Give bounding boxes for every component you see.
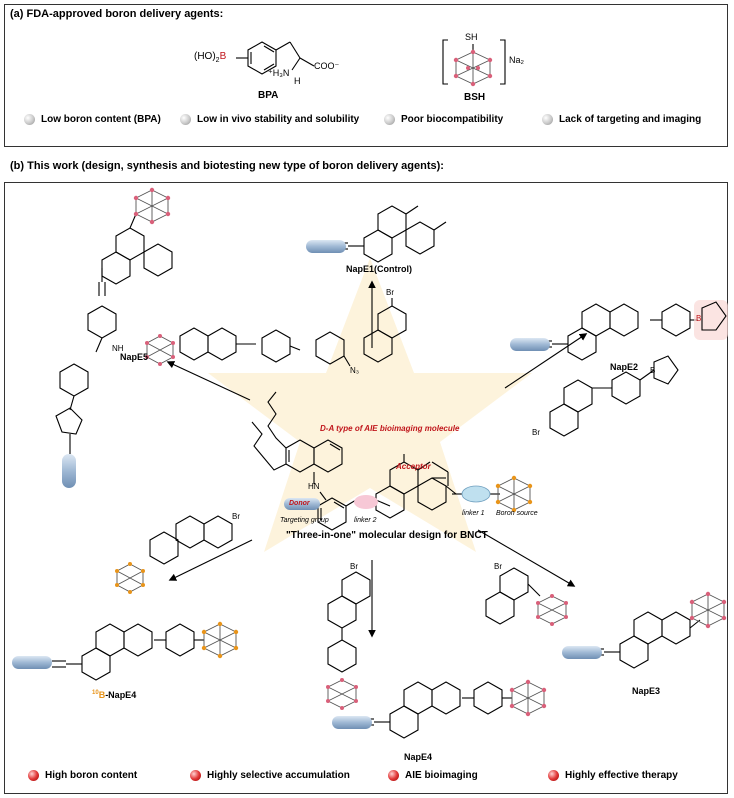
grey-bullet-icon xyxy=(24,114,35,125)
red-bullet-icon xyxy=(548,770,559,781)
bpa-label: BPA xyxy=(258,90,279,101)
feature-a-3-text: Poor biocompatibility xyxy=(401,114,504,126)
bsh-na: Na₂ xyxy=(509,55,524,65)
feature-a-2-text: Low in vivo stability and solubility xyxy=(197,114,360,126)
feature-b-4: Highly effective therapy xyxy=(548,770,678,781)
napE2-label: NapE2 xyxy=(610,362,639,372)
napE3-label: NapE3 xyxy=(632,686,661,696)
bpa-formula-left: (HO)2B xyxy=(194,51,226,64)
panel-b xyxy=(4,182,728,794)
hn-label: HN xyxy=(308,482,320,491)
boron-source-label: Boron source xyxy=(496,510,538,517)
feature-b-4-text: Highly effective therapy xyxy=(565,770,678,782)
grey-bullet-icon xyxy=(384,114,395,125)
panel-a-title: (a) FDA-approved boron delivery agents: xyxy=(10,8,224,20)
bpa-h: H xyxy=(294,76,301,86)
br-label-e2: Br xyxy=(532,428,540,437)
linker1-label: linker 1 xyxy=(462,510,485,517)
feature-b-3-text: AIE bioimaging xyxy=(405,770,478,782)
feature-a-4-text: Lack of targeting and imaging xyxy=(559,114,702,126)
feature-b-1: High boron content xyxy=(28,770,137,781)
bpa-acid: COO⁻ xyxy=(314,61,340,71)
bsh-label: BSH xyxy=(464,92,486,103)
br-label-e3: Br xyxy=(494,562,502,571)
feature-a-4: Lack of targeting and imaging xyxy=(542,114,701,125)
feature-a-1-text: Low boron content (BPA) xyxy=(41,114,161,126)
napE5-label: NapE5 xyxy=(120,352,149,362)
boron-label-e2: B xyxy=(696,314,702,323)
grey-bullet-icon xyxy=(542,114,553,125)
feature-b-2: Highly selective accumulation xyxy=(190,770,350,781)
design-label: "Three-in-one" molecular design for BNCT xyxy=(286,530,488,541)
napE4b-rest: -NapE4 xyxy=(105,690,137,700)
acceptor-label: Acceptor xyxy=(396,462,431,471)
napE4-label: NapE4 xyxy=(404,752,433,762)
red-bullet-icon xyxy=(388,770,399,781)
nh-label: NH xyxy=(112,344,124,353)
panel-a xyxy=(4,4,728,147)
linker2-label: linker 2 xyxy=(354,517,377,524)
feature-a-1: Low boron content (BPA) xyxy=(24,114,161,125)
aie-label: D-A type of AIE bioimaging molecule xyxy=(320,424,460,433)
br-label-e1: Br xyxy=(386,288,394,297)
feature-b-2-text: Highly selective accumulation xyxy=(207,770,350,782)
boron-label-e2-precursor: B xyxy=(650,366,656,375)
bpa-amine: ⁺H₃N xyxy=(268,68,290,78)
feature-a-2: Low in vivo stability and solubility xyxy=(180,114,359,125)
n3-label: N₃ xyxy=(350,366,360,375)
bpa-boron-text: B xyxy=(219,51,227,62)
br-label-e4: Br xyxy=(350,562,358,571)
feature-a-3: Poor biocompatibility xyxy=(384,114,503,125)
red-bullet-icon xyxy=(28,770,39,781)
bpa-ho-text: (HO) xyxy=(194,51,216,62)
feature-b-3: AIE bioimaging xyxy=(388,770,478,781)
feature-b-1-text: High boron content xyxy=(45,770,138,782)
bpa-sub-text: 2 xyxy=(215,57,220,64)
napE4b-boron: B xyxy=(98,690,106,700)
napE4b-sup: 10 xyxy=(92,690,99,696)
targeting-group-label: Targeting group xyxy=(280,517,329,524)
panel-b-title: (b) This work (design, synthesis and bio… xyxy=(10,160,444,172)
donor-label: Donor xyxy=(289,500,310,507)
bsh-sh: SH xyxy=(465,32,478,42)
br-label-e4b: Br xyxy=(232,512,240,521)
napE1-label: NapE1(Control) xyxy=(346,264,412,274)
napE4b-label: 10B-NapE4 xyxy=(92,690,136,700)
grey-bullet-icon xyxy=(180,114,191,125)
red-bullet-icon xyxy=(190,770,201,781)
